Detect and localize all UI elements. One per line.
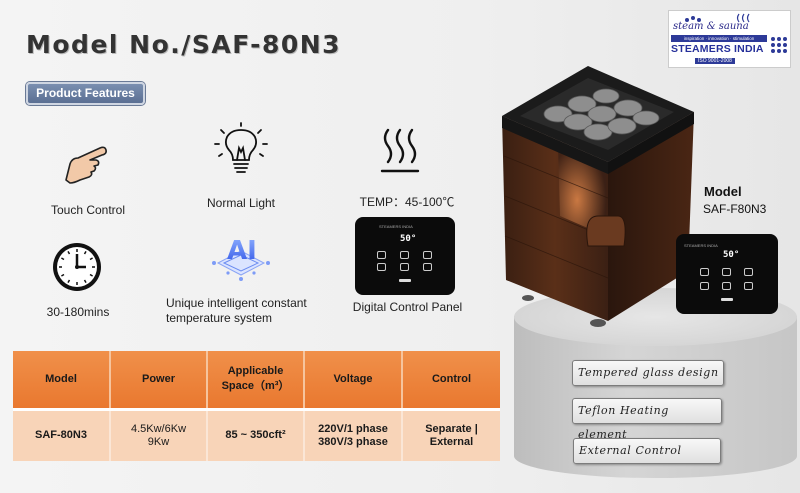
steamers-india-logo: steam & sauna inspiration · innovation ·… <box>668 10 791 68</box>
cell-control: Separate | External <box>402 407 500 461</box>
panel-button <box>423 251 432 259</box>
table-header-row: Model Power Applicable Space（m³） Voltage… <box>13 351 500 409</box>
touch-control-label: Touch Control <box>50 203 126 217</box>
panel-button <box>377 251 386 259</box>
cell-power: 4.5Kw/6Kw 9Kw <box>110 407 208 461</box>
panel-display: 50° <box>400 234 417 244</box>
panel-button <box>722 268 731 276</box>
tag-external-control: External Control <box>573 438 721 464</box>
panel-button <box>377 263 386 271</box>
ai-system-line2: temperature system <box>166 311 273 325</box>
panel-display: 50° <box>723 250 740 260</box>
clock-icon <box>53 243 101 291</box>
panel-power-bar <box>721 298 733 301</box>
panel-power-bar <box>399 279 411 282</box>
table-row: SAF-80N3 4.5Kw/6Kw 9Kw 85 ~ 350cft² 220V… <box>13 407 500 461</box>
header-model: Model <box>13 351 111 409</box>
panel-brand-text: STEAMERS INDIA <box>379 224 413 229</box>
header-power: Power <box>110 351 208 409</box>
ai-system-label: Unique intelligent constant temperature … <box>166 296 326 326</box>
panel-button <box>400 251 409 259</box>
header-voltage: Voltage <box>304 351 403 409</box>
ai-system-line1: Unique intelligent constant <box>166 296 307 310</box>
header-control: Control <box>402 351 500 409</box>
panel-button <box>400 263 409 271</box>
logo-iso: ISO 9001-2008 <box>695 58 735 64</box>
tag-tempered-glass: Tempered glass design <box>572 360 724 386</box>
logo-brand: STEAMERS INDIA <box>671 43 764 55</box>
panel-button <box>700 282 709 290</box>
control-panel-image: STEAMERS INDIA 50° <box>355 217 455 295</box>
cell-model: SAF-80N3 <box>13 407 111 461</box>
cell-space: 85 ~ 350cft² <box>207 407 305 461</box>
touch-hand-icon <box>65 146 107 184</box>
cell-voltage: 220V/1 phase 380V/3 phase <box>304 407 403 461</box>
temperature-label: TEMP：45-100℃ <box>359 195 455 209</box>
header-space: Applicable Space（m³） <box>207 351 305 409</box>
panel-button <box>722 282 731 290</box>
logo-slogan: inspiration · innovation · stimulation <box>671 35 767 42</box>
panel-button <box>700 268 709 276</box>
panel-button <box>423 263 432 271</box>
page-title: Model No./SAF-80N3 <box>26 30 342 59</box>
logo-tagline: steam & sauna <box>673 21 749 32</box>
digital-panel-label: Digital Control Panel <box>352 300 463 314</box>
tag-teflon-heating: Teflon Heating element <box>572 398 722 441</box>
panel-button <box>744 282 753 290</box>
sauna-heater-image <box>502 66 694 327</box>
model-heading: Model <box>704 184 742 199</box>
spec-table: Model Power Applicable Space（m³） Voltage… <box>13 351 500 461</box>
panel-button <box>744 268 753 276</box>
heat-waves-icon <box>380 128 420 173</box>
normal-light-label: Normal Light <box>206 196 276 210</box>
shower-head-icon <box>771 37 787 53</box>
product-features-button[interactable]: Product Features <box>26 82 145 105</box>
panel-brand-text: STEAMERS INDIA <box>684 243 718 248</box>
model-number: SAF-F80N3 <box>703 202 767 216</box>
ai-chip-icon: AI <box>212 236 270 281</box>
steam-drops-icon <box>685 13 750 23</box>
light-bulb-icon <box>214 122 268 173</box>
time-range-label: 30-180mins <box>46 305 110 319</box>
svg-text:AI: AI <box>227 236 257 266</box>
control-panel-large-image: STEAMERS INDIA 50° <box>676 234 778 314</box>
